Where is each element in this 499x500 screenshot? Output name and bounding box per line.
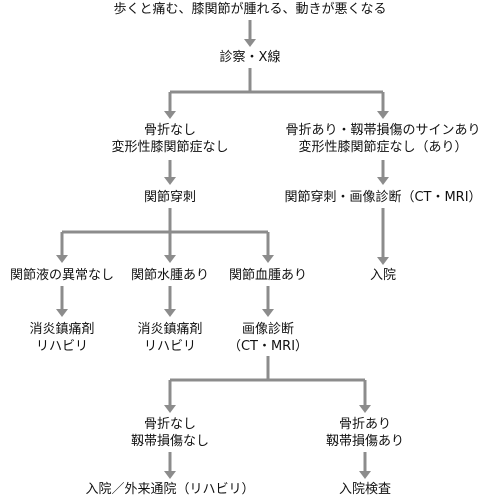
imaging-fracture-line-1: 骨折あり <box>338 417 392 432</box>
imaging-line-1: 画像診断 <box>241 322 295 337</box>
aspiration-node: 関節穿刺 <box>143 190 197 205</box>
fracture-sign-line-1: 骨折あり・靱帯損傷のサインあり <box>285 123 481 138</box>
arrowhead <box>377 257 389 265</box>
fluid-normal-node: 関節液の異常なし <box>9 268 115 283</box>
imaging-fracture-node: 骨折あり 靱帯損傷あり <box>326 416 404 450</box>
imaging-fracture-line-2: 靱帯損傷あり <box>325 434 405 449</box>
treatment-b-line-1: 消炎鎮痛剤 <box>137 322 203 337</box>
arrowhead <box>377 111 389 119</box>
outpatient-node: 入院／外来通院（リハビリ） <box>85 482 255 497</box>
no-fracture-line-1: 骨折なし <box>143 123 197 138</box>
arrowhead <box>164 255 176 263</box>
arrowhead <box>244 39 256 47</box>
imaging-line-2: （CT・MRI） <box>227 339 309 354</box>
exam-xray: 診察・X線 <box>219 50 281 65</box>
start-symptoms: 歩くと痛む、膝関節が腫れる、動きが悪くなる <box>113 2 387 17</box>
arrowhead <box>164 177 176 185</box>
arrowhead <box>164 405 176 413</box>
arrowhead <box>164 471 176 479</box>
fracture-sign-node: 骨折あり・靱帯損傷のサインあり 変形性膝関節症なし（あり） <box>285 122 480 156</box>
imaging-no-fracture-line-2: 靱帯損傷なし <box>130 434 210 449</box>
admission-right-node: 入院 <box>369 268 397 283</box>
aspiration-imaging-node: 関節穿刺・画像診断（CT・MRI） <box>284 190 482 205</box>
arrowhead <box>262 255 274 263</box>
arrowhead <box>359 471 371 479</box>
treatment-a-node: 消炎鎮痛剤 リハビリ <box>29 321 94 355</box>
admission-exam-node: 入院検査 <box>338 482 392 497</box>
imaging-no-fracture-line-1: 骨折なし <box>143 417 197 432</box>
arrowhead <box>164 309 176 317</box>
imaging-node: 画像診断 （CT・MRI） <box>228 321 308 355</box>
arrowhead <box>56 309 68 317</box>
hemarthrosis-node: 関節血腫あり <box>228 268 308 283</box>
imaging-no-fracture-node: 骨折なし 靱帯損傷なし <box>131 416 209 450</box>
treatment-b-line-2: リハビリ <box>143 339 197 354</box>
treatment-a-line-1: 消炎鎮痛剤 <box>29 322 95 337</box>
arrowhead <box>56 255 68 263</box>
treatment-b-node: 消炎鎮痛剤 リハビリ <box>137 321 202 355</box>
no-fracture-node: 骨折なし 変形性膝関節症なし <box>111 122 228 156</box>
fracture-sign-line-2: 変形性膝関節症なし（あり） <box>298 140 468 155</box>
no-fracture-line-2: 変形性膝関節症なし <box>111 140 229 155</box>
arrowhead <box>377 177 389 185</box>
arrowhead <box>262 309 274 317</box>
arrowhead <box>359 405 371 413</box>
treatment-a-line-2: リハビリ <box>35 339 89 354</box>
arrowhead <box>164 111 176 119</box>
hydrarthrosis-node: 関節水腫あり <box>130 268 210 283</box>
